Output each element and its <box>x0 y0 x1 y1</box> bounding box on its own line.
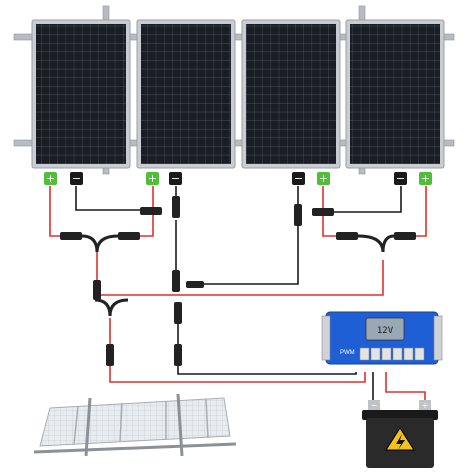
mc4-connector <box>312 208 334 216</box>
positive-symbol: + <box>319 172 328 185</box>
screw-terminal <box>381 347 392 361</box>
screw-terminal <box>403 347 414 361</box>
rack-divider <box>205 398 209 439</box>
mc4-connector <box>174 344 182 366</box>
mc4-connector <box>336 232 358 240</box>
rack-divider <box>119 402 123 443</box>
solar-panel <box>136 19 236 169</box>
positive-symbol: + <box>46 172 55 185</box>
panel-terminals: + − + − − + − + <box>44 172 432 185</box>
negative-symbol: − <box>72 172 81 185</box>
mc4-connector <box>186 281 204 288</box>
controller-display <box>365 317 405 341</box>
negative-symbol: − <box>294 172 303 185</box>
mc4-connector <box>93 280 101 300</box>
red-wire <box>410 186 427 237</box>
negative-symbol: − <box>396 172 405 185</box>
flat-panel-array <box>39 397 231 447</box>
mc4-connectors <box>60 196 416 366</box>
battery-negative-mark: − <box>371 401 378 410</box>
mc4-connector <box>106 344 114 366</box>
rack-base-rail <box>33 442 237 454</box>
negative-terminal: − <box>394 172 407 185</box>
screw-terminal <box>392 347 403 361</box>
solar-panel <box>241 19 341 169</box>
red-wire <box>322 186 338 237</box>
controller-bracket <box>433 315 443 361</box>
screw-terminal <box>370 347 381 361</box>
battery: − + <box>362 400 438 468</box>
panel-cells <box>350 24 440 164</box>
ground-mount-rack <box>33 393 237 457</box>
battery-positive-mark: + <box>422 401 429 410</box>
panel-cells <box>36 24 126 164</box>
red-wire <box>49 186 64 237</box>
screw-terminal <box>414 347 425 361</box>
y-branch-connector <box>357 234 395 253</box>
black-wire <box>326 186 402 213</box>
red-wire <box>385 372 426 402</box>
negative-terminal: − <box>169 172 182 185</box>
negative-terminal: − <box>70 172 83 185</box>
battery-positive-post <box>419 400 431 412</box>
wiring <box>49 186 427 402</box>
battery-lid <box>362 410 438 420</box>
display-readout: 12V <box>377 326 394 336</box>
negative-terminal: − <box>292 172 305 185</box>
positive-terminal: + <box>419 172 432 185</box>
mc4-connector <box>294 204 302 226</box>
solar-panel <box>345 19 445 169</box>
battery-negative-post <box>368 400 380 412</box>
solar-panels <box>31 19 445 169</box>
y-branch-connector <box>94 298 129 317</box>
panel-cells <box>246 24 336 164</box>
rack-divider <box>73 405 79 445</box>
mc4-connector <box>394 232 416 240</box>
lightning-bolt-icon <box>396 434 405 450</box>
negative-symbol: − <box>171 172 180 185</box>
black-wire <box>190 226 299 285</box>
controller-terminals <box>359 347 425 361</box>
screw-terminal <box>359 347 370 361</box>
mc4-connector <box>60 232 82 240</box>
positive-symbol: + <box>148 172 157 185</box>
positive-terminal: + <box>317 172 330 185</box>
mc4-connector <box>140 207 162 215</box>
positive-symbol: + <box>421 172 430 185</box>
mc4-connector <box>174 302 182 324</box>
rack-leg <box>84 397 92 457</box>
black-wire <box>75 186 146 211</box>
solar-panel <box>31 19 131 169</box>
controller-bracket <box>321 315 331 361</box>
mc4-connector <box>172 196 180 218</box>
mc4-connector <box>172 270 180 292</box>
positive-terminal: + <box>146 172 159 185</box>
positive-terminal: + <box>44 172 57 185</box>
panel-cells <box>141 24 231 164</box>
charge-controller: 12V PWM <box>321 311 443 365</box>
controller-brand: PWM <box>340 350 355 356</box>
mc4-connector <box>118 232 140 240</box>
red-wire <box>96 250 384 296</box>
red-wire <box>134 186 154 237</box>
y-branch-connector <box>81 234 119 253</box>
